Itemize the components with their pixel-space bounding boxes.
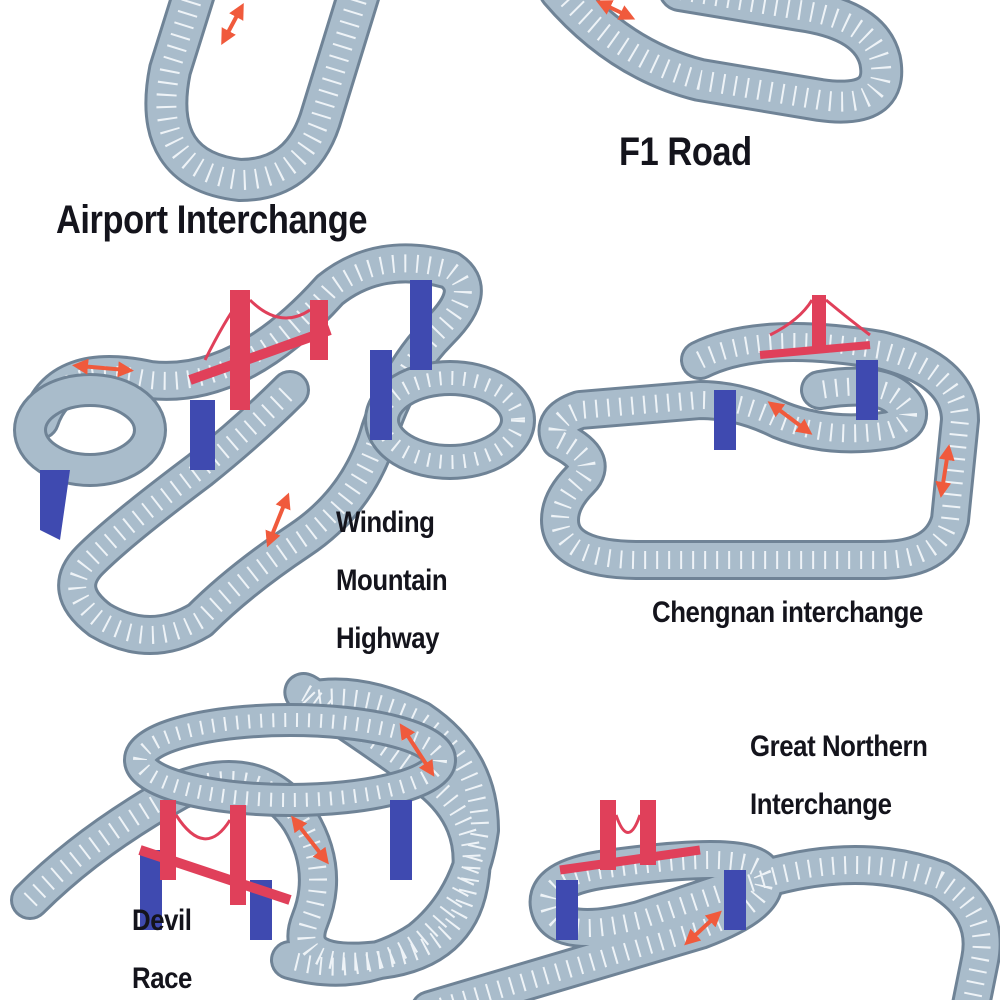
direction-arrow xyxy=(399,723,435,777)
direction-arrow xyxy=(265,492,291,548)
direction-arrow xyxy=(221,2,244,46)
label-line: Great Northern xyxy=(750,730,928,763)
label-line: Devil xyxy=(132,904,192,937)
winding-mountain-highway-track xyxy=(13,243,536,655)
f1-road-track xyxy=(540,0,904,124)
label-airport-interchange: Airport Interchange xyxy=(56,198,368,242)
label-line: Mountain xyxy=(336,564,448,597)
label-line: Winding xyxy=(336,506,435,539)
direction-arrow xyxy=(767,401,813,435)
airport-interchange-track xyxy=(144,0,380,203)
devil-race-track xyxy=(10,672,500,987)
label-devil-race: Devil Race xyxy=(132,892,192,1000)
label-line: Race xyxy=(132,962,192,995)
great-northern-interchange-track xyxy=(412,800,1000,1000)
label-great-northern-interchange: Great Northern Interchange xyxy=(750,718,928,834)
label-f1-road: F1 Road xyxy=(619,130,752,174)
label-chengnan-interchange: Chengnan interchange xyxy=(652,596,923,629)
direction-arrow xyxy=(684,910,722,946)
direction-arrow xyxy=(935,444,955,498)
chengnan-interchange-track xyxy=(537,295,980,580)
direction-arrow xyxy=(595,0,636,20)
label-line: Highway xyxy=(336,622,440,655)
direction-arrow xyxy=(72,358,134,378)
label-line: Interchange xyxy=(750,788,892,821)
direction-arrow xyxy=(291,815,329,865)
label-winding-mountain-highway: Winding Mountain Highway xyxy=(336,494,448,668)
